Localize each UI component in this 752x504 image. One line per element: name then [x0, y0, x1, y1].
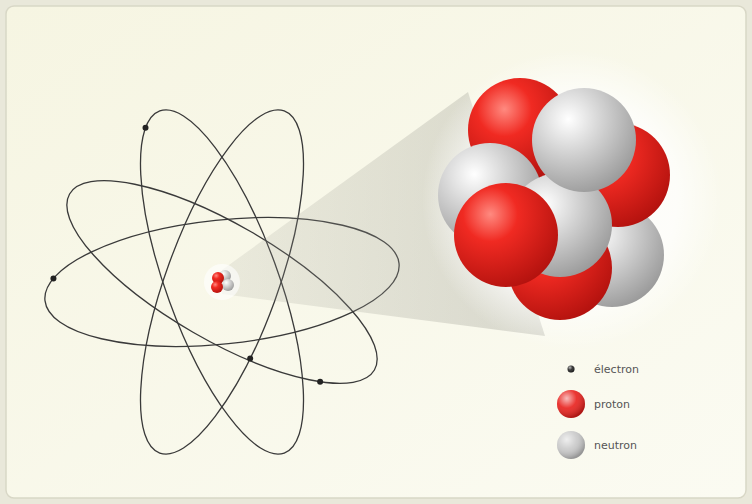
proton-sphere [454, 183, 558, 287]
neutron-sphere [532, 88, 636, 192]
legend-swatch [557, 431, 585, 459]
legend-entry: neutron [556, 430, 637, 460]
legend-entry: électron [556, 358, 639, 380]
nucleus-halo [422, 50, 722, 350]
electron [143, 125, 149, 131]
legend-label: proton [594, 398, 630, 411]
swatch-shading [557, 390, 585, 418]
legend-swatch-holder [556, 430, 586, 460]
legend-swatch [568, 366, 575, 373]
panel [6, 6, 746, 498]
legend-swatch-holder [556, 358, 586, 380]
small-nucleus [211, 270, 234, 293]
neutron-sphere [222, 279, 234, 291]
legend-swatch-holder [556, 389, 586, 419]
electron [247, 355, 253, 361]
legend-label: électron [594, 363, 639, 376]
swatch-shading [557, 431, 585, 459]
swatch-shading [568, 366, 575, 373]
legend-label: neutron [594, 439, 637, 452]
legend-swatch [557, 390, 585, 418]
electron [317, 379, 323, 385]
zoom-cone [204, 50, 722, 350]
proton-sphere [211, 281, 223, 293]
electron [50, 275, 56, 281]
small-halo [204, 264, 240, 300]
legend-entry: proton [556, 389, 630, 419]
big-nucleus [438, 78, 670, 320]
